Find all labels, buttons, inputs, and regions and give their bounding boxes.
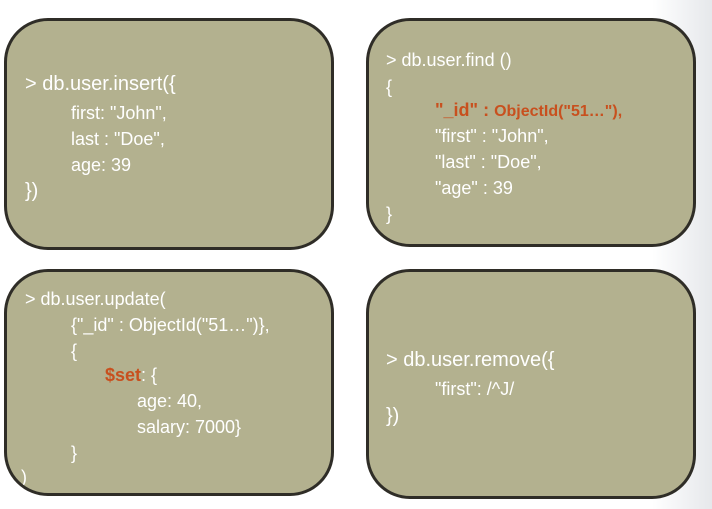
update-line: > db.user.update( bbox=[25, 289, 166, 309]
remove-line: }) bbox=[386, 405, 400, 427]
set-operator: $set bbox=[105, 365, 142, 385]
remove-panel: > db.user.remove({ "first": /^J/ }) bbox=[366, 269, 696, 499]
insert-panel: > db.user.insert({ first: "John", last :… bbox=[4, 18, 334, 250]
update-line: {"_id" : ObjectId("51…")}, bbox=[71, 315, 270, 335]
insert-line: first: "John", bbox=[71, 103, 167, 123]
find-id-line: "_id" : ObjectId("51…"), bbox=[435, 101, 622, 120]
find-line: "age" : 39 bbox=[435, 178, 513, 198]
find-panel: > db.user.find () { "_id" : ObjectId("51… bbox=[366, 18, 696, 247]
find-line: "first" : "John", bbox=[435, 126, 549, 146]
update-set-line: $set: { bbox=[105, 366, 157, 384]
update-line: { bbox=[71, 341, 78, 361]
find-line: > db.user.find () bbox=[386, 50, 512, 70]
find-line: { bbox=[386, 77, 393, 97]
insert-line: > db.user.insert({ bbox=[25, 73, 176, 95]
update-line: salary: 7000} bbox=[137, 417, 242, 437]
remove-line: "first": /^J/ bbox=[435, 379, 515, 399]
find-line: "last" : "Doe", bbox=[435, 152, 542, 172]
find-line: } bbox=[386, 204, 393, 224]
insert-line: age: 39 bbox=[71, 155, 132, 175]
update-line: } bbox=[71, 443, 78, 463]
set-rest: : { bbox=[141, 365, 158, 385]
insert-line: last : "Doe", bbox=[71, 129, 165, 149]
update-line: age: 40, bbox=[137, 391, 203, 411]
id-value: ObjectId("51…"), bbox=[494, 103, 623, 120]
remove-line: > db.user.remove({ bbox=[386, 349, 555, 371]
update-panel: > db.user.update( {"_id" : ObjectId("51…… bbox=[4, 269, 334, 496]
id-key: "_id" : bbox=[435, 100, 495, 120]
update-line: ) bbox=[21, 467, 27, 487]
insert-line: }) bbox=[25, 180, 39, 202]
